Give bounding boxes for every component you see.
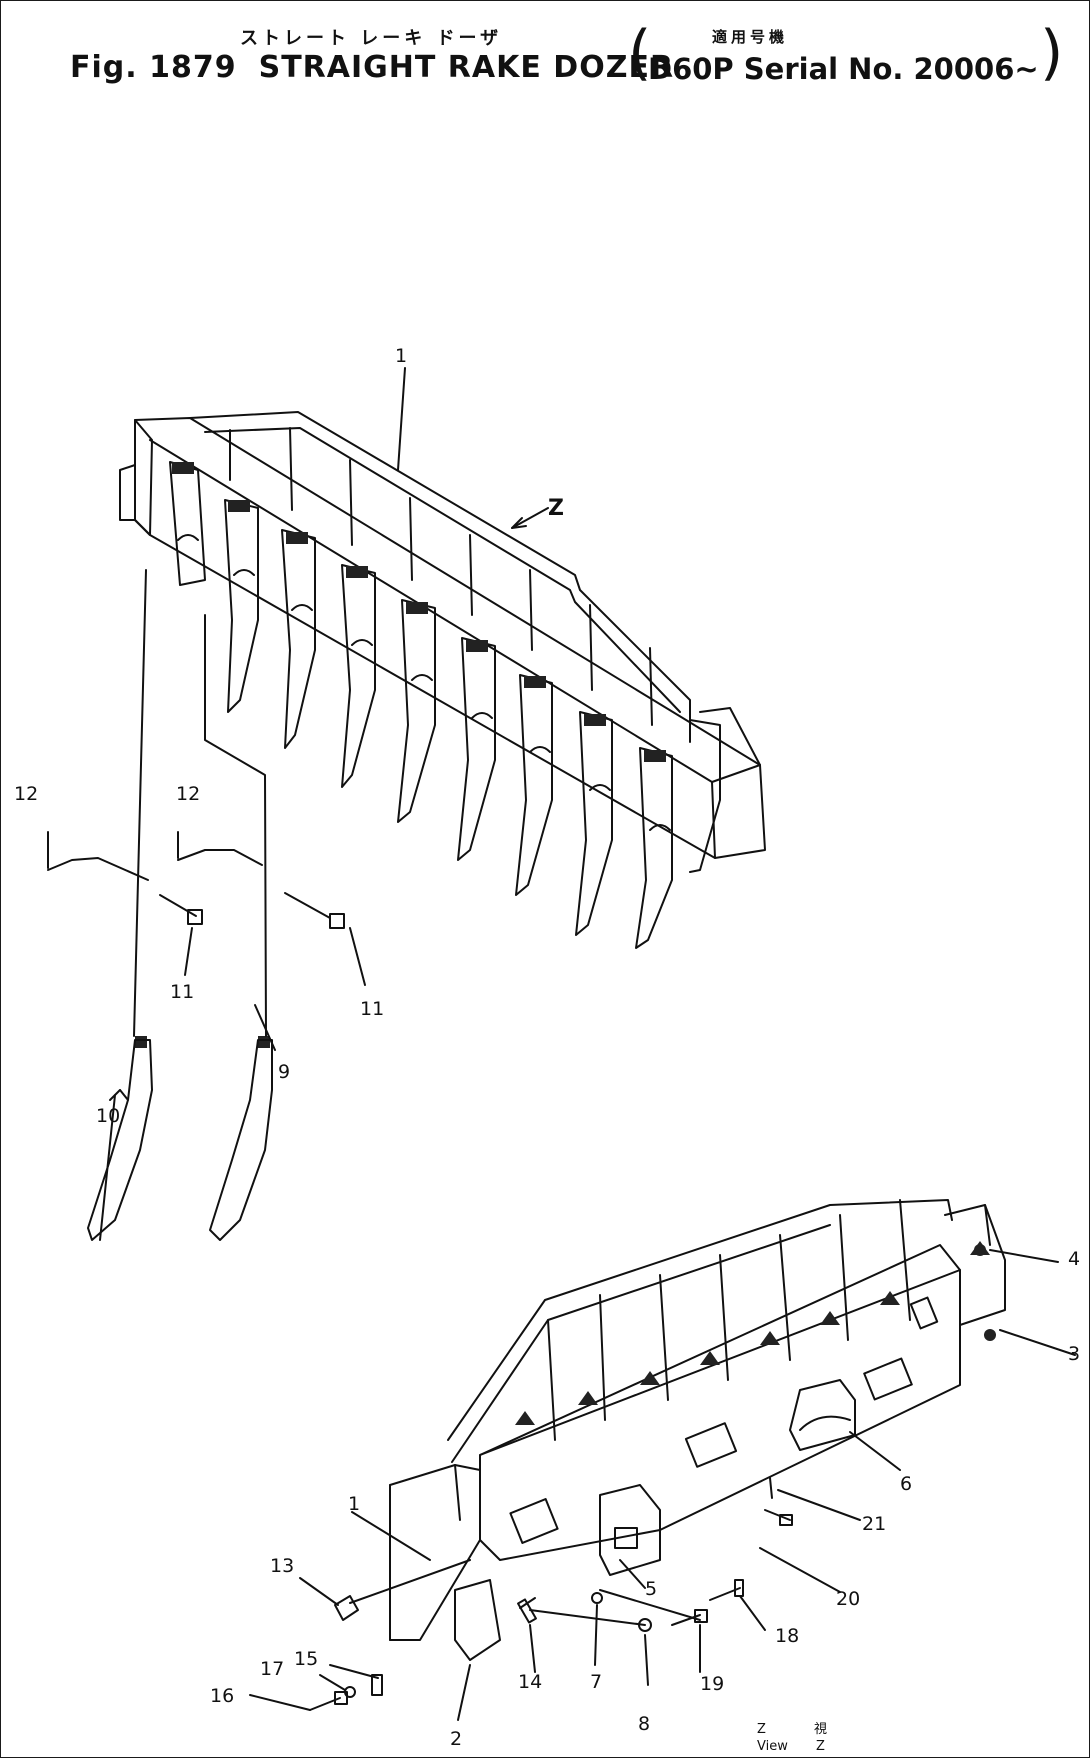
callout-11-left: 11	[170, 981, 194, 1003]
rake-frame-bottom	[389, 1199, 1006, 1641]
callout-9: 9	[278, 1061, 290, 1083]
bolt-11-left	[159, 894, 203, 925]
leader-1-top	[397, 367, 406, 471]
callout-11-right: 11	[360, 998, 384, 1020]
view-caption-view: View	[757, 1739, 788, 1754]
callout-8: 8	[638, 1713, 650, 1735]
bolt-16	[309, 1691, 348, 1711]
leader-tine-left	[133, 569, 147, 1037]
view-caption-z-top: Z	[757, 1722, 766, 1737]
callout-16: 16	[210, 1685, 234, 1707]
pin-12-left	[47, 857, 149, 881]
callout-3: 3	[1068, 1343, 1080, 1365]
pin-21	[769, 1477, 773, 1499]
callout-4: 4	[1068, 1248, 1080, 1270]
tine-10	[87, 1039, 153, 1241]
open-paren: (	[628, 18, 652, 88]
part-name: STRAIGHT RAKE DOZER	[258, 50, 675, 85]
callout-14: 14	[518, 1671, 542, 1693]
view-arrow	[511, 507, 549, 529]
callout-12-left: 12	[14, 783, 38, 805]
title-japanese: ストレート レーキ ドーザ	[240, 28, 503, 49]
pin-12-right	[177, 849, 263, 866]
bolt-11-right	[284, 892, 345, 929]
callout-15: 15	[294, 1648, 318, 1670]
callout-21: 21	[862, 1513, 886, 1535]
serial-range: D60P Serial No. 20006~	[648, 52, 1039, 86]
callout-18: 18	[775, 1625, 799, 1647]
close-paren: )	[1040, 18, 1064, 88]
view-caption-jp: 視	[814, 1722, 827, 1737]
bolt-13	[334, 1559, 471, 1621]
callout-1-top: 1	[395, 345, 407, 367]
callout-5: 5	[645, 1578, 657, 1600]
frame-triangles	[515, 1241, 996, 1425]
title-japanese-applicable: 適用号機	[712, 28, 789, 46]
pin-14	[517, 1597, 537, 1624]
tine-9	[209, 1039, 273, 1241]
bolt-19	[671, 1609, 708, 1626]
tine-bolt-holes-top	[177, 534, 671, 831]
callout-10: 10	[96, 1105, 120, 1127]
callout-1-bottom: 1	[348, 1493, 360, 1515]
view-arrow-label: Z	[548, 496, 564, 521]
plate-15	[371, 1674, 383, 1696]
rake-frame-top	[119, 411, 766, 859]
leader-tine-right	[204, 614, 267, 1037]
bracket-2	[454, 1579, 501, 1661]
washer-7	[591, 1592, 603, 1604]
tine-set-top	[169, 461, 721, 949]
bolt-20	[764, 1509, 793, 1526]
washer-17	[344, 1686, 356, 1698]
callout-7: 7	[590, 1671, 602, 1693]
bracket-5	[599, 1484, 661, 1576]
callout-17: 17	[260, 1658, 284, 1680]
callout-2: 2	[450, 1728, 462, 1750]
callout-13: 13	[270, 1555, 294, 1577]
callout-6: 6	[900, 1473, 912, 1495]
callout-20: 20	[836, 1588, 860, 1610]
figure-number: Fig. 1879	[70, 50, 237, 85]
callout-19: 19	[700, 1673, 724, 1695]
tine-clamps-top	[135, 462, 666, 1048]
figure-title: Fig. 1879 STRAIGHT RAKE DOZER	[70, 50, 696, 85]
callout-12-mid: 12	[176, 783, 200, 805]
pin-18	[709, 1579, 744, 1601]
view-caption-z-bottom: Z	[816, 1739, 825, 1754]
